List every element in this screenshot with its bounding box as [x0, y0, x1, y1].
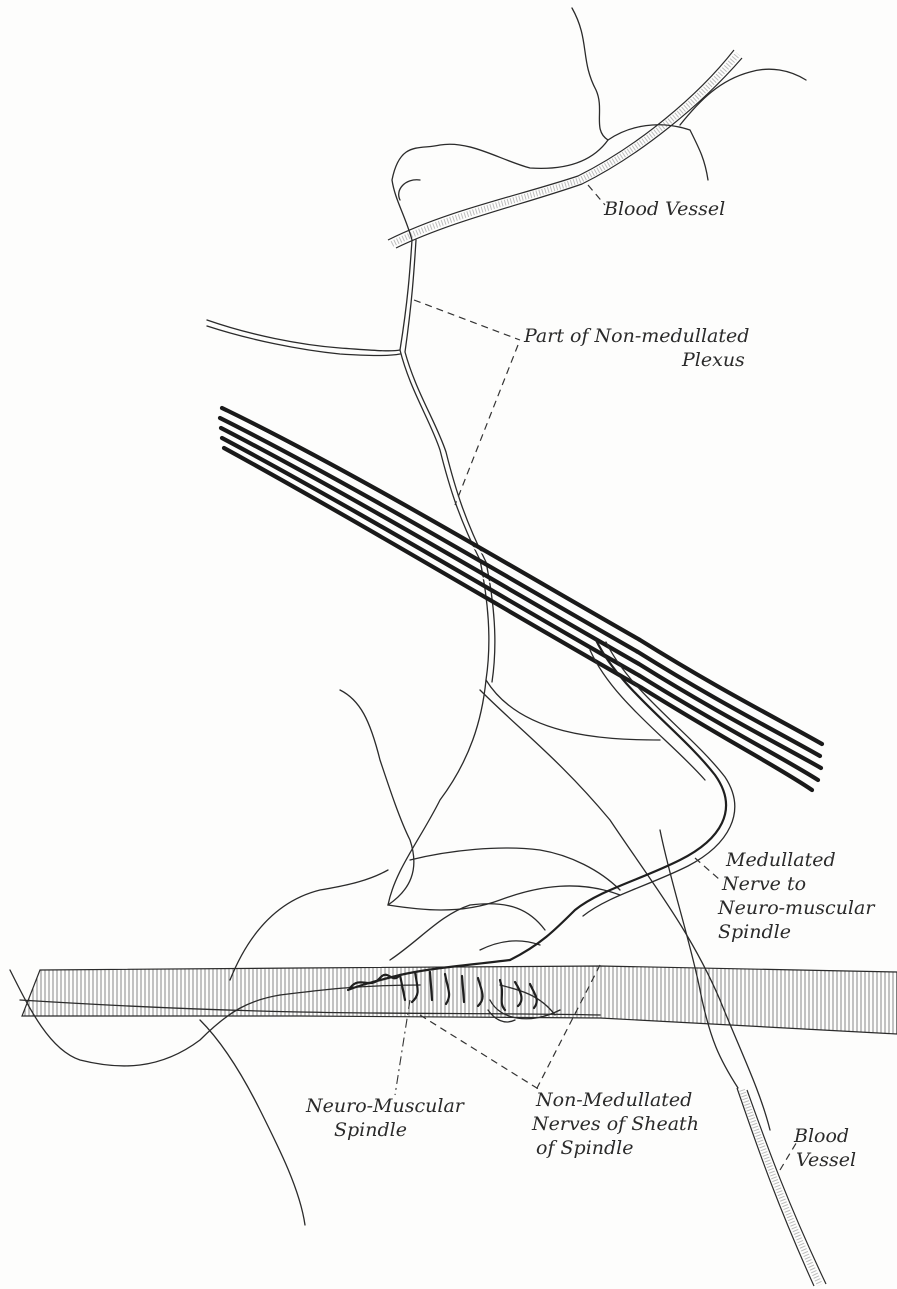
label-sheath-line2: Nerves of Sheath — [531, 1113, 699, 1135]
blood-vessel-lower — [737, 1088, 826, 1286]
label-medullated-line4: Spindle — [718, 921, 791, 943]
label-plexus-line1: Part of Non-medullated — [523, 325, 749, 347]
label-sheath-line3: of Spindle — [536, 1137, 634, 1159]
muscle-fibre — [22, 966, 897, 1034]
label-plexus-line2: Plexus — [681, 349, 745, 371]
non-medullated-plexus — [10, 8, 806, 1225]
label-medullated-line1: Medullated — [725, 849, 836, 871]
label-blood-vessel-bottom-line2: Vessel — [796, 1149, 856, 1171]
label-blood-vessel-bottom-line1: Blood — [793, 1125, 849, 1147]
label-sheath-line1: Non-Medullated — [535, 1089, 692, 1111]
label-blood-vessel-top: Blood Vessel — [603, 198, 725, 220]
label-spindle-line1: Neuro-Muscular — [305, 1095, 466, 1117]
label-spindle-line2: Spindle — [334, 1119, 407, 1141]
label-medullated-line3: Neuro-muscular — [717, 897, 876, 919]
medullated-nerve-to-spindle — [348, 640, 735, 990]
medullated-nerve-bundle — [220, 408, 824, 790]
label-medullated-line2: Nerve to — [721, 873, 806, 895]
